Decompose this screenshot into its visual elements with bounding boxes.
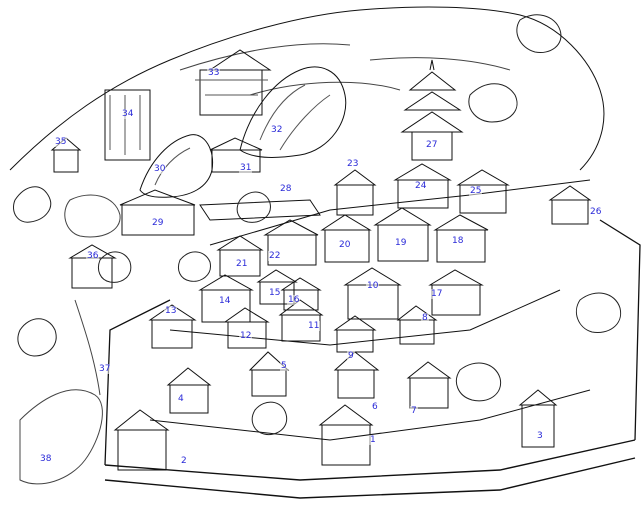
hall-23 [333, 169, 377, 216]
label-33: 33 [207, 68, 221, 78]
gate-5 [248, 351, 290, 397]
hall-26 [548, 185, 592, 225]
hall-17 [428, 269, 484, 316]
label-36: 36 [86, 251, 100, 261]
hall-13 [148, 304, 197, 349]
pagoda-27 [400, 59, 464, 161]
label-23: 23 [346, 159, 360, 169]
hall-22 [263, 219, 319, 266]
label-10: 10 [366, 281, 380, 291]
label-20: 20 [338, 240, 352, 250]
hall-15 [256, 269, 298, 305]
tree-cluster-left [13, 186, 132, 357]
label-19: 19 [394, 238, 408, 248]
label-4: 4 [177, 394, 185, 404]
hall-19 [373, 207, 432, 262]
label-29: 29 [151, 218, 165, 228]
hall-9 [333, 315, 377, 353]
rock-32 [239, 66, 347, 158]
label-18: 18 [451, 236, 465, 246]
label-35: 35 [54, 137, 68, 147]
pond-29 [64, 194, 121, 238]
outer-wall-front [104, 439, 636, 481]
tree-center [177, 191, 288, 436]
label-13: 13 [164, 306, 178, 316]
label-8: 8 [421, 313, 429, 323]
label-9: 9 [347, 351, 355, 361]
label-24: 24 [414, 181, 428, 191]
label-16: 16 [287, 295, 301, 305]
label-5: 5 [280, 361, 288, 371]
label-31: 31 [239, 163, 253, 173]
hall-21 [216, 235, 264, 277]
outer-wall-left [104, 299, 171, 466]
label-26: 26 [589, 207, 603, 217]
hall-8 [396, 305, 438, 345]
label-25: 25 [469, 186, 483, 196]
label-37: 37 [98, 364, 112, 374]
hall-18 [433, 214, 489, 263]
label-17: 17 [430, 289, 444, 299]
hall-29 [119, 189, 196, 236]
hall-24 [393, 163, 452, 209]
hall-20 [320, 214, 372, 263]
label-21: 21 [235, 259, 249, 269]
gate-4 [166, 367, 212, 414]
outer-wall-front-lower [104, 457, 636, 499]
gate-3 [518, 389, 558, 448]
label-1: 1 [369, 435, 377, 445]
hill-inner-lines [179, 43, 511, 96]
label-15: 15 [268, 288, 282, 298]
label-2: 2 [180, 456, 188, 466]
label-3: 3 [536, 431, 544, 441]
gate-2 [113, 409, 170, 471]
hall-16 [280, 277, 322, 311]
tree-cluster-right [456, 14, 622, 402]
rock-30 [139, 134, 214, 198]
label-12: 12 [239, 331, 253, 341]
hall-10 [343, 267, 402, 320]
ruin-34 [104, 89, 151, 161]
label-7: 7 [410, 406, 418, 416]
lake-38 [19, 389, 103, 485]
label-22: 22 [268, 251, 282, 261]
label-32: 32 [270, 125, 284, 135]
gate-1 [318, 404, 374, 466]
hall-12 [223, 307, 270, 349]
pavilion-33 [195, 49, 272, 116]
label-28: 28 [279, 184, 293, 194]
outer-wall-right [599, 219, 641, 441]
inner-wall-2 [209, 179, 591, 246]
gate-6 [333, 351, 380, 399]
label-38: 38 [39, 454, 53, 464]
gate-7 [406, 361, 452, 409]
label-34: 34 [121, 109, 135, 119]
label-14: 14 [218, 296, 232, 306]
river-37 [74, 299, 101, 396]
terrace-28 [199, 199, 321, 221]
hall-31 [209, 137, 263, 173]
label-30: 30 [153, 164, 167, 174]
label-6: 6 [371, 402, 379, 412]
label-11: 11 [307, 321, 321, 331]
hill-outline [9, 6, 605, 171]
hall-25 [456, 169, 510, 214]
label-27: 27 [425, 140, 439, 150]
